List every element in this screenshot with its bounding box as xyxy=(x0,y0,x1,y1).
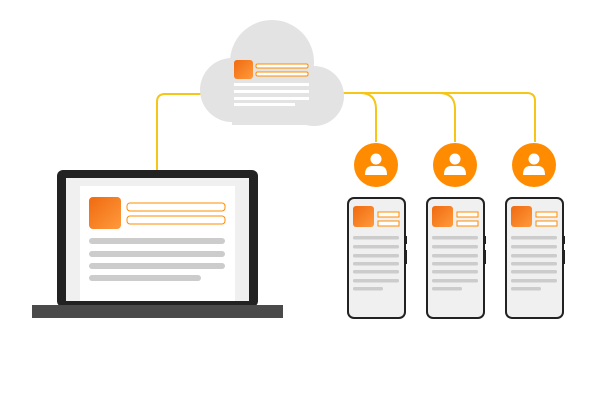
connector-phone-1 xyxy=(359,92,377,142)
user-icon xyxy=(354,143,398,187)
placeholder-line xyxy=(432,254,478,258)
placeholder-line xyxy=(432,279,478,283)
placeholder-line xyxy=(353,245,399,249)
placeholder-line xyxy=(511,287,541,291)
placeholder-line xyxy=(432,245,478,249)
placeholder-line xyxy=(353,236,399,240)
connector-bus xyxy=(340,92,536,142)
placeholder-line xyxy=(432,262,478,266)
placeholder-line xyxy=(353,254,399,258)
laptop-icon xyxy=(32,170,283,318)
user-icon xyxy=(433,143,477,187)
smartphone-icon xyxy=(505,197,565,319)
placeholder-line xyxy=(511,270,557,274)
placeholder-line xyxy=(353,262,399,266)
connector-phone-2 xyxy=(438,92,456,142)
placeholder-line xyxy=(432,270,478,274)
placeholder-line xyxy=(511,279,557,283)
cloud-content-card xyxy=(234,60,309,106)
placeholder-line xyxy=(353,287,383,291)
smartphone-icon xyxy=(426,197,486,319)
placeholder-line xyxy=(432,236,478,240)
connector-lines xyxy=(156,92,536,170)
placeholder-line xyxy=(432,287,462,291)
placeholder-line xyxy=(511,262,557,266)
user-icon xyxy=(512,143,556,187)
phones-group xyxy=(347,143,565,319)
placeholder-line xyxy=(511,245,557,249)
placeholder-line xyxy=(353,270,399,274)
placeholder-line xyxy=(511,254,557,258)
placeholder-line xyxy=(353,279,399,283)
connector-laptop xyxy=(156,93,205,170)
placeholder-line xyxy=(511,236,557,240)
smartphone-icon xyxy=(347,197,407,319)
